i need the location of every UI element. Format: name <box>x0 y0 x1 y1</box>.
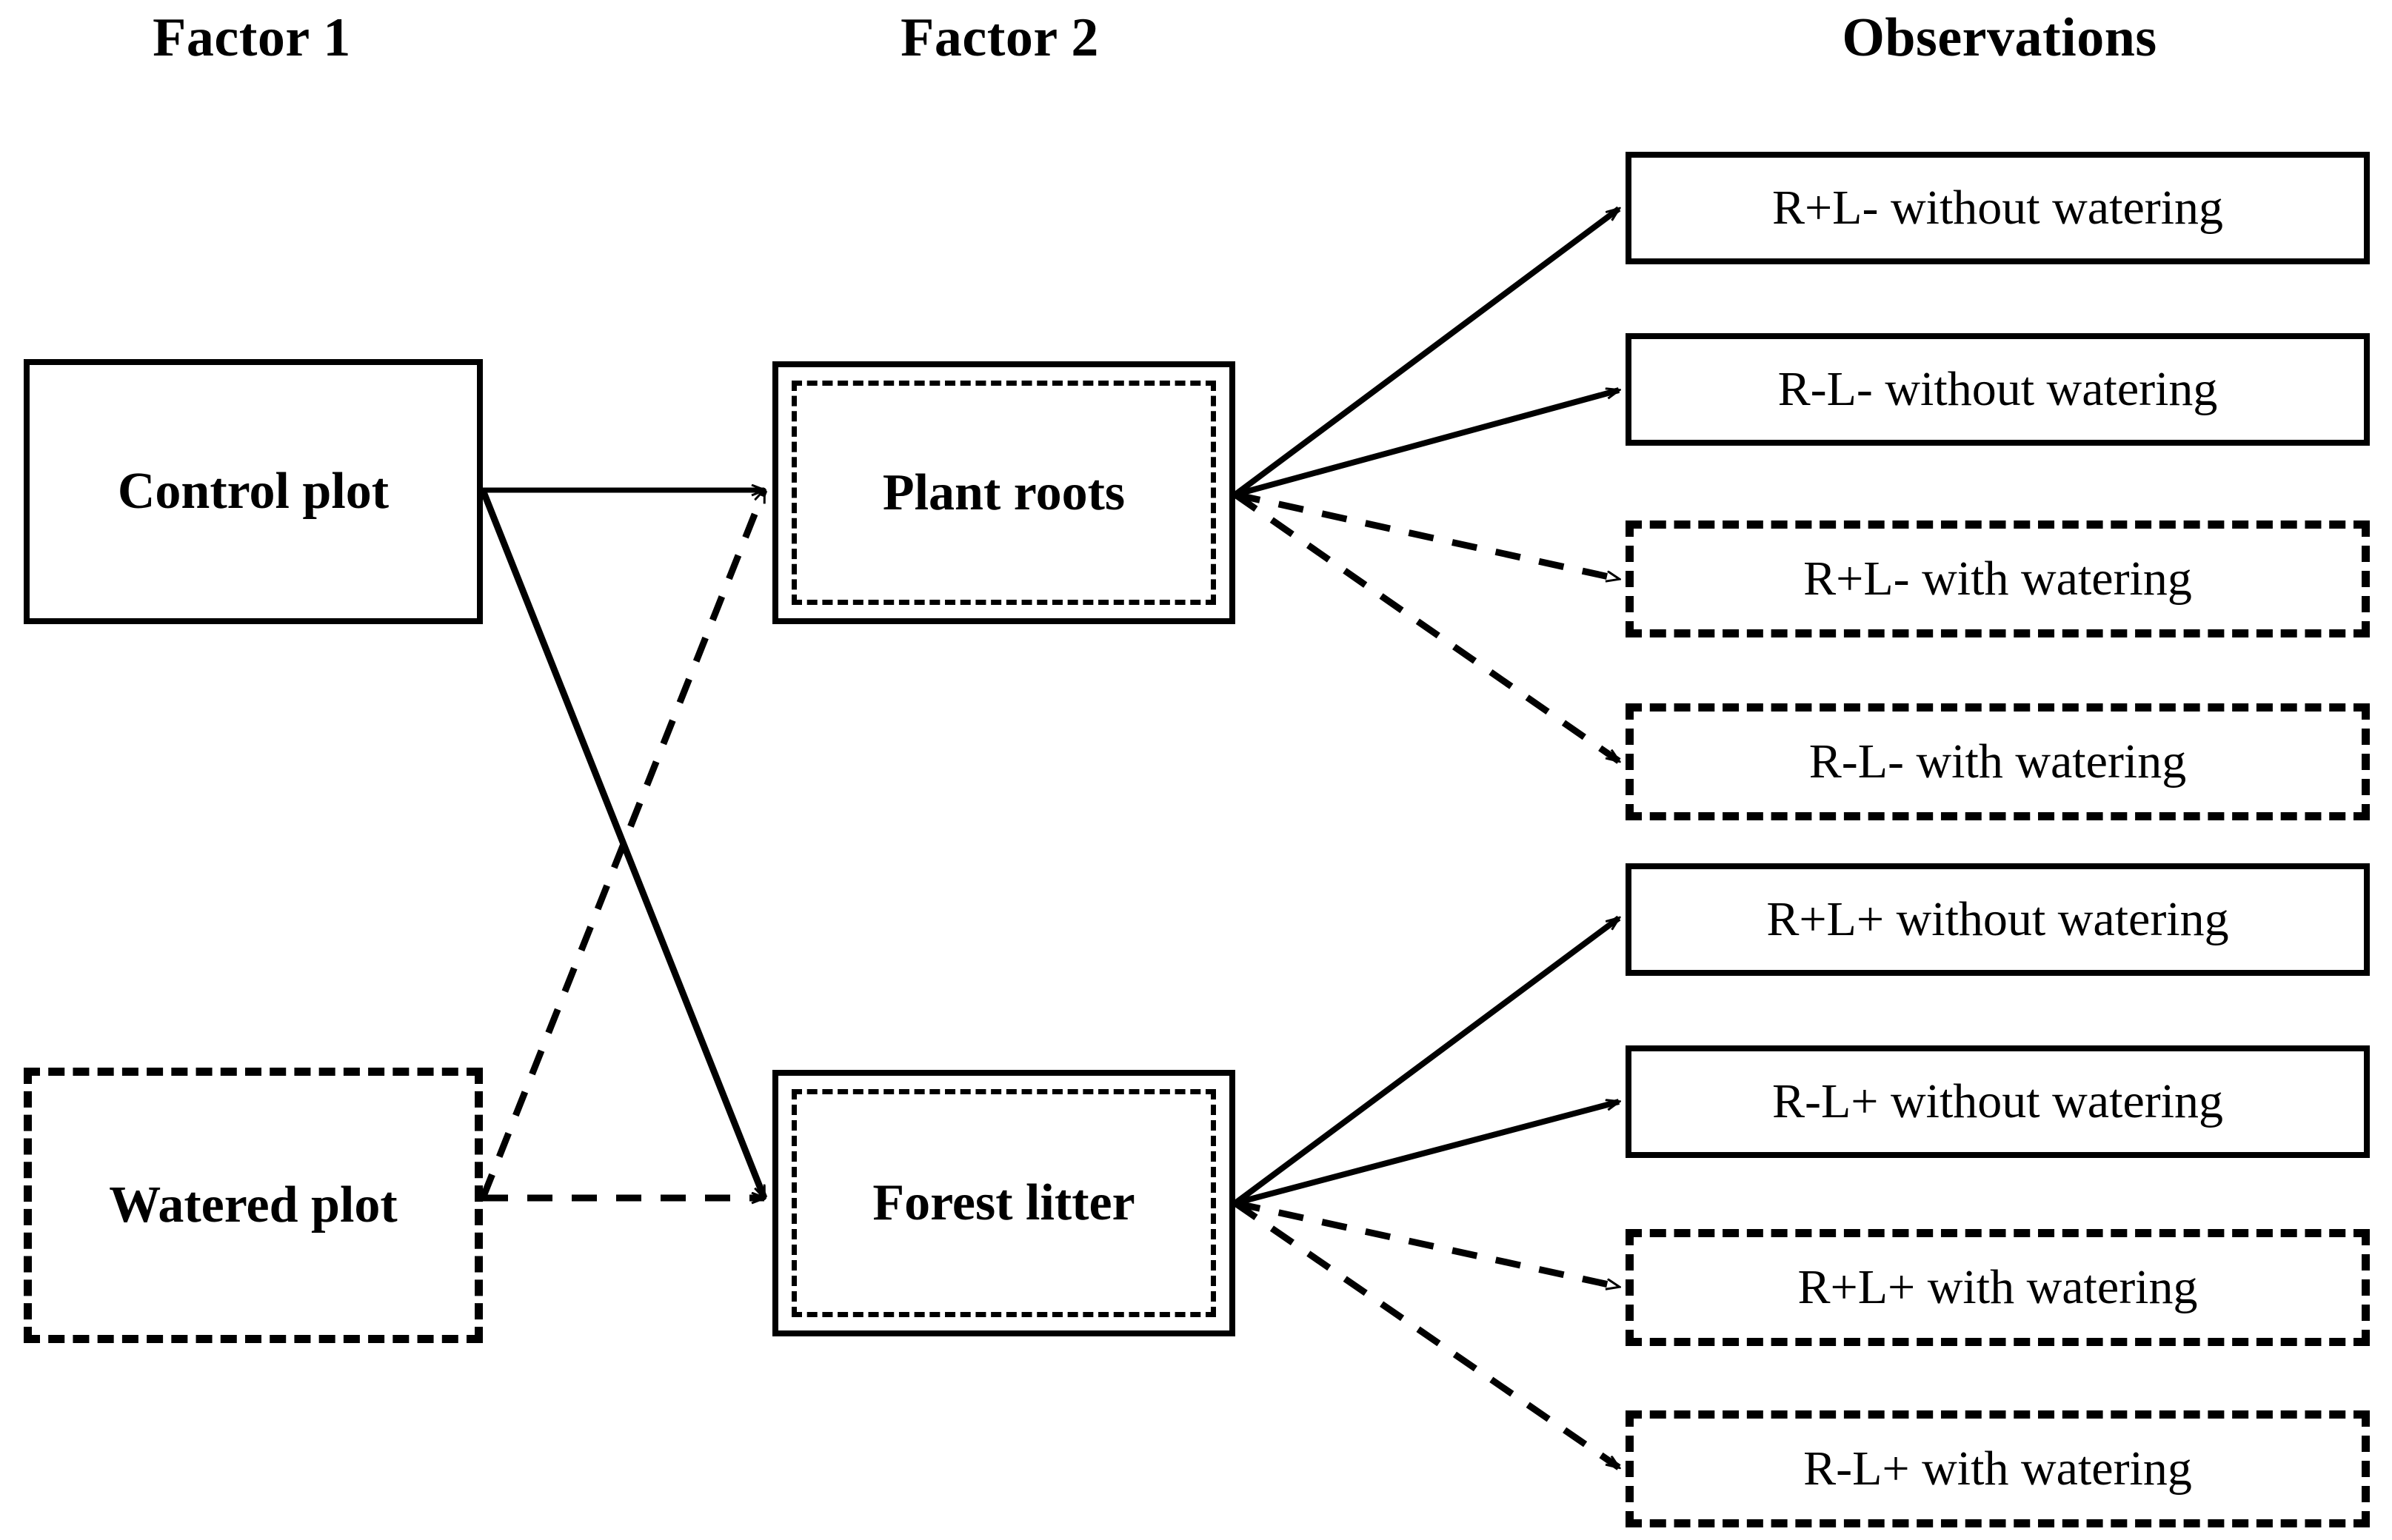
node-obs-7[interactable]: R+L+ with watering <box>1626 1229 2370 1346</box>
arrow-plant-roots-to-obs-3 <box>1235 491 1619 579</box>
node-obs-4-label: R-L- with watering <box>1808 734 2187 789</box>
node-obs-1-label: R+L- without watering <box>1771 181 2224 235</box>
node-obs-4[interactable]: R-L- with watering <box>1626 703 2370 820</box>
node-obs-5-label: R+L+ without watering <box>1766 892 2229 946</box>
node-obs-2-label: R-L- without watering <box>1777 362 2218 416</box>
node-obs-6[interactable]: R-L+ without watering <box>1626 1045 2370 1158</box>
node-obs-3-label: R+L- with watering <box>1803 552 2192 606</box>
node-plant-roots-label: Plant roots <box>882 463 1126 521</box>
arrow-forest-litter-to-obs-6 <box>1234 1102 1619 1206</box>
node-plant-roots[interactable]: Plant roots <box>772 361 1235 624</box>
node-obs-8[interactable]: R-L+ with watering <box>1626 1410 2370 1527</box>
arrow-plant-roots-to-obs-1 <box>1233 206 1619 498</box>
node-watered-plot-label: Watered plot <box>109 1176 398 1233</box>
column-header-observations: Observations <box>1842 7 2157 68</box>
node-control-plot[interactable]: Control plot <box>24 359 483 624</box>
node-forest-litter-label: Forest litter <box>872 1174 1135 1231</box>
node-obs-2[interactable]: R-L- without watering <box>1626 333 2370 446</box>
node-obs-7-label: R+L+ with watering <box>1797 1260 2198 1314</box>
arrow-control-to-forest-litter <box>479 489 768 1198</box>
node-watered-plot[interactable]: Watered plot <box>24 1068 483 1343</box>
node-forest-litter[interactable]: Forest litter <box>772 1070 1235 1336</box>
column-header-factor2: Factor 2 <box>901 7 1099 68</box>
node-obs-8-label: R-L+ with watering <box>1803 1442 2192 1496</box>
node-obs-5[interactable]: R+L+ without watering <box>1626 863 2370 976</box>
arrow-forest-litter-to-obs-7 <box>1235 1199 1619 1287</box>
arrow-watered-to-plant-roots <box>479 490 768 1199</box>
node-obs-1[interactable]: R+L- without watering <box>1626 152 2370 264</box>
arrow-forest-litter-to-obs-8 <box>1233 1200 1619 1470</box>
arrow-forest-litter-to-obs-5 <box>1233 915 1619 1206</box>
column-header-factor1: Factor 1 <box>153 7 351 68</box>
node-obs-3[interactable]: R+L- with watering <box>1626 520 2370 637</box>
node-obs-6-label: R-L+ without watering <box>1771 1074 2224 1128</box>
node-control-plot-label: Control plot <box>117 463 390 520</box>
arrow-plant-roots-to-obs-4 <box>1233 492 1619 764</box>
arrow-plant-roots-to-obs-2 <box>1234 387 1619 498</box>
